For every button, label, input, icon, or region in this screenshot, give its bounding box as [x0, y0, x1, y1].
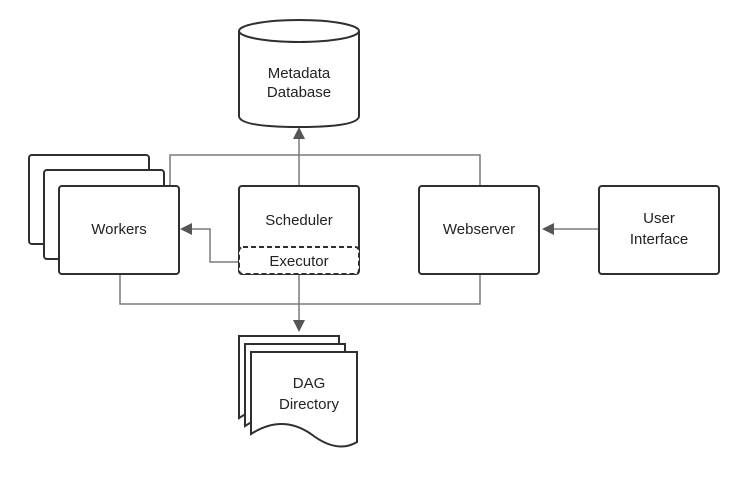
executor-label: Executor: [269, 253, 328, 270]
workers-node: Workers: [28, 154, 180, 275]
connector-executor-to-workers: [190, 228, 239, 263]
user-interface-label-line1: User: [643, 210, 675, 227]
user-interface-node: User Interface: [598, 185, 720, 275]
metadata-database-label-line1: Metadata: [268, 65, 331, 82]
webserver-node: Webserver: [418, 185, 540, 275]
dag-directory-label-line1: DAG: [293, 375, 326, 392]
arrowhead-to-webserver: [542, 223, 554, 235]
connector-top-bus: [169, 154, 481, 186]
user-interface-label-line2: Interface: [630, 231, 688, 248]
executor-box: [238, 246, 360, 275]
dag-directory-label-line2: Directory: [279, 396, 340, 413]
webserver-label: Webserver: [443, 221, 515, 238]
arrowhead-to-workers: [180, 223, 192, 235]
arrowhead-to-dag: [293, 320, 305, 332]
workers-stack-front: [58, 185, 180, 275]
connector-bottom-bus: [119, 274, 481, 305]
metadata-database-node: Metadata Database: [238, 19, 360, 129]
scheduler-node: Scheduler Executor: [238, 185, 360, 275]
arrowhead-to-database: [293, 127, 305, 139]
scheduler-label: Scheduler: [265, 212, 333, 229]
workers-label: Workers: [91, 221, 147, 238]
metadata-database-label-line2: Database: [267, 84, 331, 101]
dag-document-front: [250, 351, 358, 448]
dag-directory-node: DAG Directory: [238, 335, 358, 448]
